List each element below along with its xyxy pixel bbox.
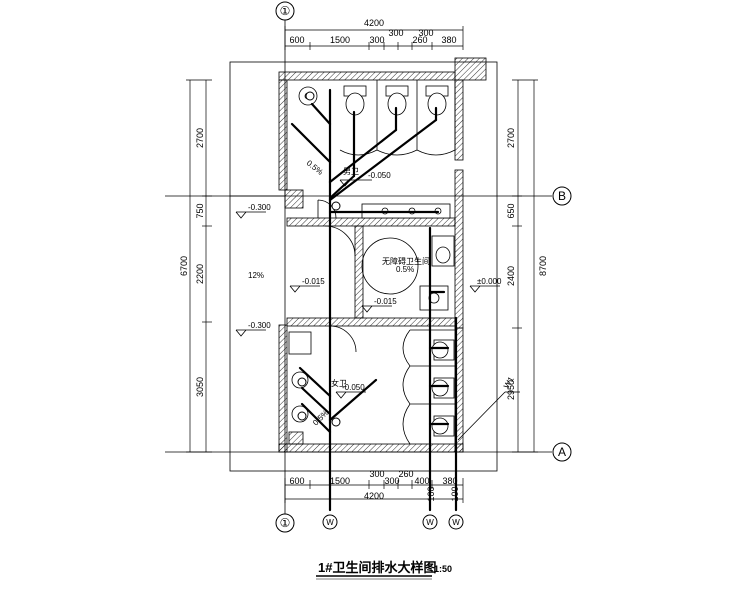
axis-bubble-top-1: ① (275, 1, 295, 21)
dim-bottom-d2: 1500 (330, 476, 350, 486)
wall-bottom (278, 443, 464, 453)
room-label-women: 女卫 (331, 378, 347, 388)
axis-bubble-b: B (552, 186, 572, 206)
dim-top-d7: 380 (441, 35, 456, 45)
dim-left-d1: 2700 (195, 128, 205, 148)
level-l4: -0.050 (368, 171, 391, 180)
riser-marker-3: W (452, 518, 460, 527)
dim-lines-right (512, 79, 538, 453)
dim-right-d2: 650 (506, 203, 516, 218)
dim-top-d1: 600 (289, 35, 304, 45)
slope-s1: 0.5% (305, 158, 325, 176)
riser-marker-1: W (326, 518, 334, 527)
dim-left-total: 6700 (179, 256, 189, 276)
level-l5: -0.015 (374, 297, 397, 306)
level-l6: ±0.000 (477, 277, 502, 286)
dim-right-total: 8700 (538, 256, 548, 276)
dim-left-d3: 2200 (195, 264, 205, 284)
slope-s2: 0.5% (396, 265, 414, 274)
floor-drains (297, 91, 341, 427)
dim-lines-left (186, 79, 212, 453)
wall-left-upper (278, 79, 288, 191)
dim-bottom-d9: 100 (450, 486, 460, 501)
axis-b-text: B (558, 189, 566, 203)
dim-left-d4: 3050 (195, 377, 205, 397)
dim-bottom-d7: 380 (442, 476, 457, 486)
axis-bubble-a: A (552, 442, 572, 462)
dim-bottom-d8: 100 (426, 486, 436, 501)
drawing-title: 1#卫生间排水大样图 (318, 560, 436, 575)
axis-bottom-1-text: ① (280, 516, 291, 530)
level-l1: -0.300 (248, 203, 271, 212)
dim-bottom-d3: 300 (369, 469, 384, 479)
accessible-basin (419, 285, 449, 311)
wall-mid-h1 (286, 217, 456, 227)
dim-top-total: 4200 (364, 18, 384, 28)
dim-top-d2: 1500 (330, 35, 350, 45)
level-l7: -0.050 (342, 383, 365, 392)
room-label-men: 男卫 (343, 167, 359, 176)
dim-right-d4: 2950 (506, 380, 516, 400)
dim-bottom-total: 4200 (364, 491, 384, 501)
dim-left-d2: 750 (195, 203, 205, 218)
axis-bubble-bottom-1: ① (275, 513, 295, 533)
turning-circle (361, 237, 419, 295)
drawing-scale: 1:50 (434, 564, 452, 574)
dim-top-d5: 260 (412, 35, 427, 45)
dim-bottom-d1: 600 (289, 476, 304, 486)
axis-a-text: A (558, 445, 566, 459)
level-l3: -0.015 (302, 277, 325, 286)
wall-mid-v (354, 225, 364, 319)
mop-sink (288, 331, 312, 355)
dim-bottom-d4: 300 (384, 476, 399, 486)
w1-leader (457, 391, 520, 441)
dim-lines-bottom (284, 478, 464, 503)
floor-drain-box (288, 431, 304, 445)
level-marks (235, 179, 500, 399)
dim-bottom-d5: 260 (398, 469, 413, 479)
level-l2: -0.300 (248, 321, 271, 330)
wall-top (278, 71, 456, 81)
riser-markers (322, 514, 464, 530)
outline-frame (229, 61, 498, 472)
wall-top-right (454, 57, 487, 81)
dim-right-d1: 2700 (506, 128, 516, 148)
riser-marker-2: W (426, 518, 434, 527)
door-swing (329, 325, 357, 353)
dim-top-d6: 300 (418, 28, 433, 38)
dim-top-d3: 300 (369, 35, 384, 45)
dim-lines-top (284, 26, 464, 50)
wall-shaft-upper (284, 189, 304, 209)
room-label-accessible: 无障碍卫生间 (382, 256, 430, 266)
dim-right-d3: 2400 (506, 266, 516, 286)
wall-left-lower (278, 324, 288, 453)
axis-top-1-text: ① (280, 4, 291, 18)
wall-right-mid (454, 169, 464, 329)
wall-right-upper (454, 79, 464, 161)
walls (278, 57, 487, 453)
dim-bottom-d6: 400 (414, 476, 429, 486)
drain-pipes (290, 88, 458, 512)
dim-top-d4: 300 (388, 28, 403, 38)
slope-s4: 12% (248, 271, 264, 280)
